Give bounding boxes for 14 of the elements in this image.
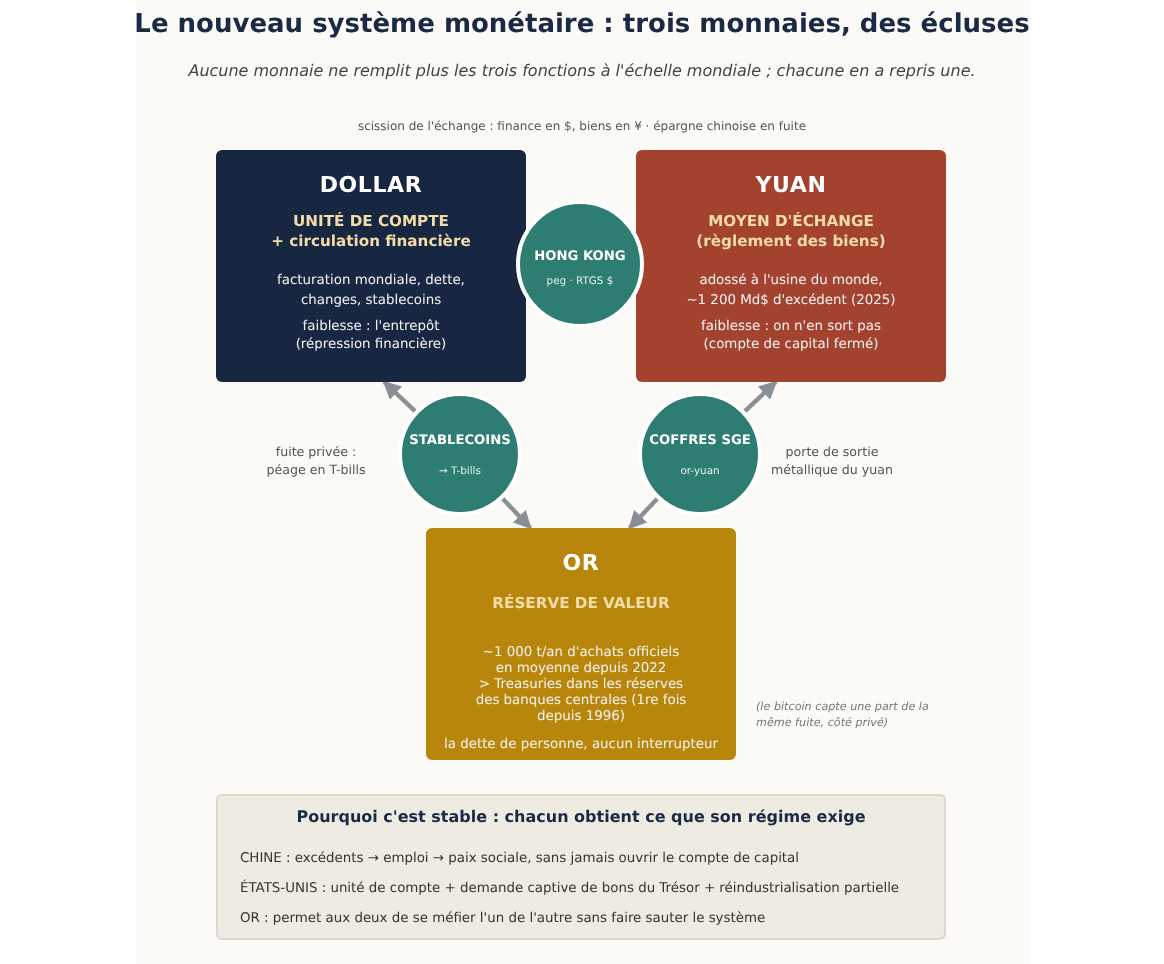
arrow — [628, 497, 659, 530]
currency-card — [426, 528, 736, 760]
currency-card — [636, 150, 946, 382]
card-title: DOLLAR — [319, 172, 423, 199]
diagram-subtitle: Aucune monnaie ne remplit plus les trois fonctions à l'échelle mondiale ; chacune en a repris une. — [188, 62, 976, 82]
card-title: OR — [562, 550, 600, 577]
diagram-title: Le nouveau système monétaire : trois monnaies, des écluses — [134, 10, 1030, 42]
panel-heading: Pourquoi c'est stable : chacun obtient ce que son régime exige — [296, 808, 866, 828]
currency-card — [216, 150, 526, 382]
arrow — [382, 380, 417, 413]
arrow — [743, 380, 778, 413]
card-title: YUAN — [755, 172, 827, 199]
arrow — [501, 497, 532, 530]
summary-panel — [216, 794, 946, 940]
